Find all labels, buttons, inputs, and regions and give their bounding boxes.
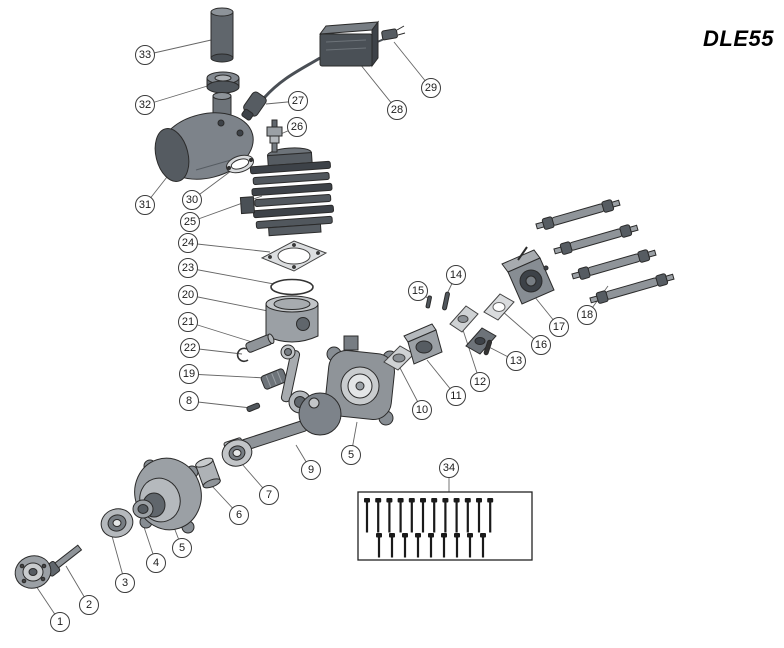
prop-bearing: [100, 508, 134, 538]
carb-gasket: [449, 305, 479, 333]
needle-bearing: [260, 368, 288, 390]
callout-27: 27: [288, 91, 308, 111]
locating-pin: [246, 402, 261, 412]
callout-7: 7: [259, 485, 279, 505]
dowel-pin: [442, 291, 450, 311]
exhaust-gasket: [225, 154, 255, 174]
callout-2: 2: [79, 595, 99, 615]
callout-9: 9: [301, 460, 321, 480]
piston: [265, 295, 319, 343]
callout-6: 6: [229, 505, 249, 525]
standoff: [589, 273, 675, 304]
shaft-collar: [132, 499, 154, 519]
shaft-spacer: [195, 457, 221, 489]
callout-18: 18: [577, 305, 597, 325]
crankcase-rear-half: [322, 335, 398, 426]
small-screw: [425, 295, 432, 309]
carb-spacer: [465, 327, 497, 356]
ignition-module: [318, 20, 380, 68]
spark-plug: [266, 119, 283, 153]
callout-8: 8: [179, 391, 199, 411]
callout-14: 14: [446, 265, 466, 285]
callout-25: 25: [180, 212, 200, 232]
wrist-pin: [245, 333, 275, 353]
muffler-cap: [206, 71, 240, 94]
diagram-title: DLE55: [703, 26, 774, 51]
callout-10: 10: [412, 400, 432, 420]
callout-30: 30: [182, 190, 202, 210]
callout-24: 24: [178, 233, 198, 253]
callout-11: 11: [446, 386, 466, 406]
callout-23: 23: [178, 258, 198, 278]
parts: [14, 7, 675, 589]
callout-21: 21: [178, 312, 198, 332]
callout-22: 22: [180, 338, 200, 358]
spark-plug-wire: [262, 56, 321, 100]
standoff: [535, 199, 621, 230]
piston-ring: [270, 278, 314, 296]
callout-31: 31: [135, 195, 155, 215]
carb-mount-gasket: [483, 293, 515, 321]
callout-34: 34: [439, 458, 459, 478]
standoff: [553, 224, 639, 255]
callout-32: 32: [135, 95, 155, 115]
hardware-box: [357, 491, 533, 561]
cylinder-head: [239, 147, 335, 237]
hardware-screws: [364, 498, 494, 558]
wrist-pin-clip: [236, 347, 249, 363]
callout-13: 13: [506, 351, 526, 371]
callout-29: 29: [421, 78, 441, 98]
callout-3: 3: [115, 573, 135, 593]
muffler-extension-tube: [210, 7, 234, 63]
callout-33: 33: [135, 45, 155, 65]
callout-1: 1: [50, 612, 70, 632]
kill-switch: [381, 25, 406, 41]
callout-26: 26: [287, 117, 307, 137]
standoff: [571, 249, 657, 280]
callout-4: 4: [146, 553, 166, 573]
callout-5-rear: 5: [341, 445, 361, 465]
carb-insulator: [403, 323, 443, 365]
spark-plug-cap: [241, 91, 267, 121]
callout-17: 17: [549, 317, 569, 337]
callout-20: 20: [178, 285, 198, 305]
callout-5-front: 5: [172, 538, 192, 558]
callout-12: 12: [470, 372, 490, 392]
callout-15: 15: [408, 281, 428, 301]
callout-19: 19: [179, 364, 199, 384]
callout-16: 16: [531, 335, 551, 355]
carburetor: [501, 246, 555, 305]
front-bearing: [221, 439, 253, 467]
standoff-set: [535, 199, 675, 304]
callout-28: 28: [387, 100, 407, 120]
cylinder-base-gasket: [260, 240, 328, 272]
prop-drive-washer: [14, 555, 52, 589]
